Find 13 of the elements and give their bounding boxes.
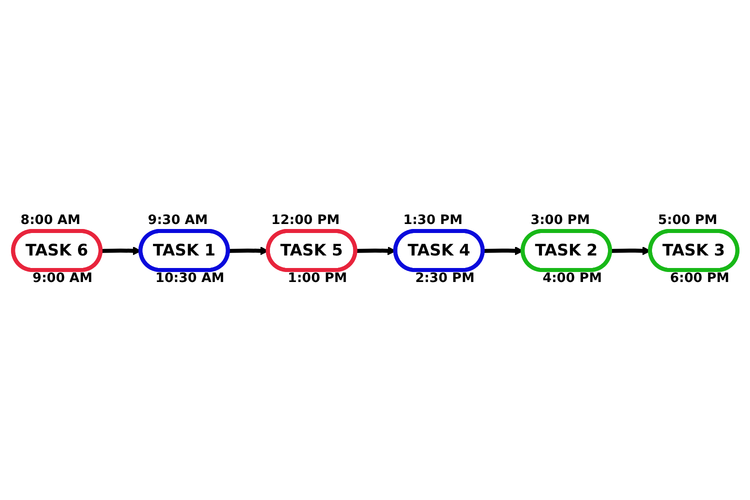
time-label: 6:00 PM xyxy=(670,271,730,286)
time-label: 9:30 AM xyxy=(148,213,208,228)
time-label: 3:00 PM xyxy=(530,213,590,228)
time-label: 12:00 PM xyxy=(271,213,340,228)
time-label: 4:00 PM xyxy=(542,271,602,286)
time-label: 1:00 PM xyxy=(288,271,348,286)
time-label: 8:00 AM xyxy=(20,213,80,228)
arrow xyxy=(355,246,396,255)
time-label: 2:30 PM xyxy=(415,271,475,286)
time-label: 5:00 PM xyxy=(658,213,718,228)
time-label: 9:00 AM xyxy=(32,271,92,286)
time-label: 10:30 AM xyxy=(155,271,224,286)
time-label: 1:30 PM xyxy=(403,213,463,228)
